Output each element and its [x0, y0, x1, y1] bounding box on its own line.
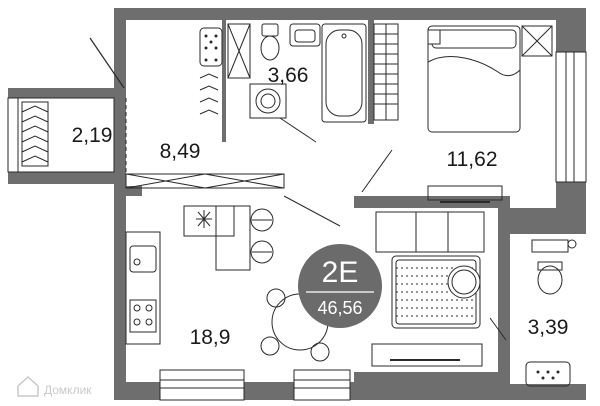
total-area-label: 46,56	[317, 298, 362, 318]
entrance-door	[89, 37, 125, 89]
radiator-balcony	[21, 101, 49, 167]
hall-shelf	[125, 173, 341, 227]
wc-area-label: 3,39	[528, 316, 569, 339]
house-icon	[17, 375, 39, 397]
bedroom-area-label: 11,62	[447, 148, 498, 171]
balcony-area-label: 2,19	[72, 124, 113, 147]
hall-area-label: 8,49	[160, 140, 201, 163]
kitchen-furniture	[125, 205, 274, 345]
bedroom-furniture	[361, 23, 553, 203]
windows	[7, 51, 587, 401]
balcony-area	[17, 97, 127, 173]
apartment-badge: 2E 46,56	[298, 244, 382, 328]
kitchen-living-area-label: 18,9	[190, 326, 231, 349]
bathroom-area-label: 3,66	[268, 64, 309, 87]
wardrobe	[199, 27, 223, 115]
wc-fixtures	[525, 239, 577, 387]
bathroom-fixtures	[227, 23, 367, 143]
watermark: Домклик	[17, 375, 92, 397]
living-furniture	[371, 211, 507, 367]
watermark-text: Домклик	[44, 383, 92, 397]
apartment-type-label: 2E	[322, 256, 359, 289]
